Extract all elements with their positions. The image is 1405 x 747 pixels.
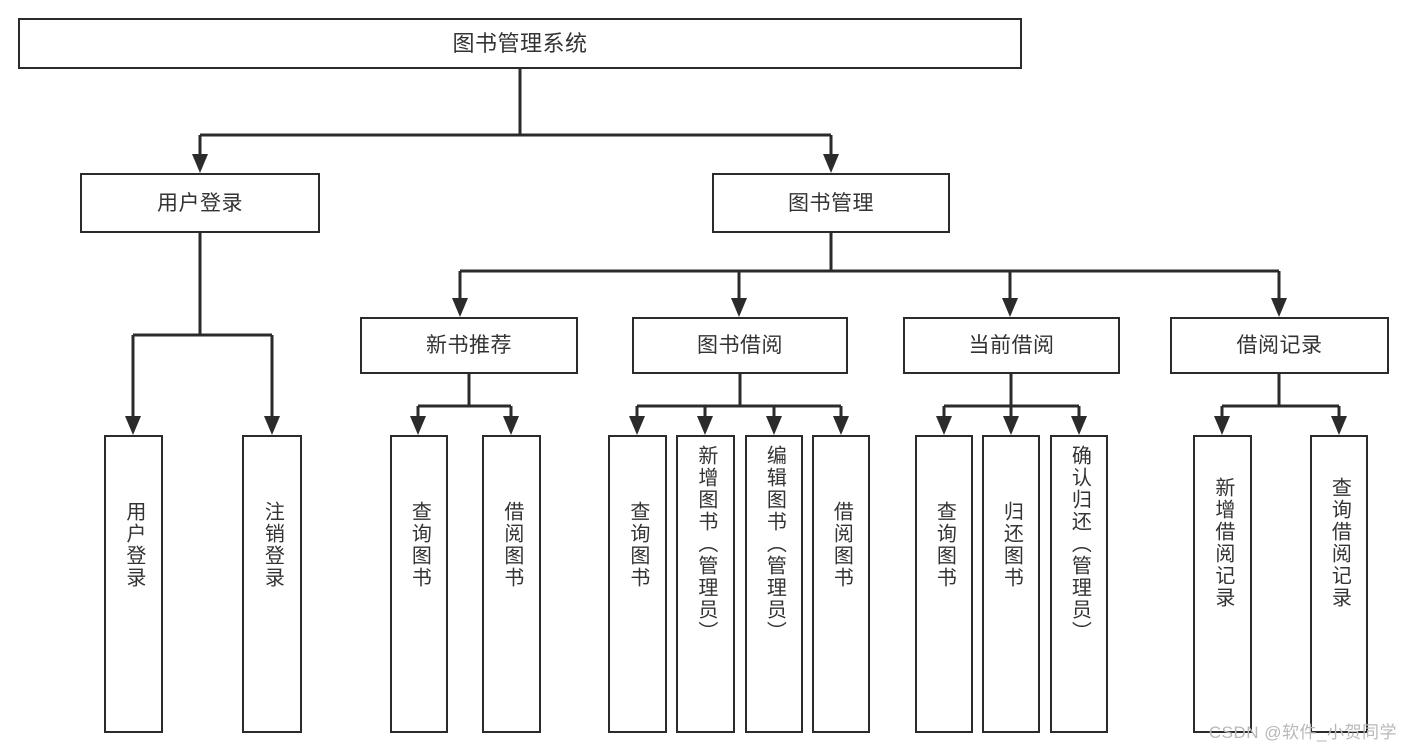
leaf-add-book-admin[interactable]: 新增图书（管理员） <box>676 435 735 733</box>
leaf-borrow-books[interactable]: 借阅图书 <box>812 435 870 733</box>
node-user-login[interactable]: 用户登录 <box>80 173 320 233</box>
node-book-borrowing[interactable]: 图书借阅 <box>632 317 848 374</box>
watermark: CSDN @软件_小贺同学 <box>1208 723 1397 742</box>
leaf-query-books-current[interactable]: 查询图书 <box>915 435 973 733</box>
leaf-label: 用户登录 <box>122 501 145 589</box>
leaf-label: 查询图书 <box>933 501 956 589</box>
leaf-label: 新增图书（管理员） <box>694 445 717 643</box>
leaf-label: 查询图书 <box>408 501 431 589</box>
node-borrowing-records[interactable]: 借阅记录 <box>1170 317 1389 374</box>
node-current-borrowing[interactable]: 当前借阅 <box>903 317 1120 374</box>
leaf-label: 编辑图书（管理员） <box>763 445 786 643</box>
leaf-return-books[interactable]: 归还图书 <box>982 435 1040 733</box>
leaf-label: 借阅图书 <box>500 501 523 589</box>
leaf-borrow-books-new[interactable]: 借阅图书 <box>482 435 541 733</box>
leaf-query-books-new[interactable]: 查询图书 <box>390 435 448 733</box>
leaf-logout[interactable]: 注销登录 <box>242 435 302 733</box>
leaf-query-borrow-record[interactable]: 查询借阅记录 <box>1310 435 1368 733</box>
node-book-management[interactable]: 图书管理 <box>712 173 950 233</box>
leaf-label: 查询图书 <box>626 501 649 589</box>
leaf-label: 确认归还（管理员） <box>1068 445 1091 643</box>
leaf-query-books-borrow[interactable]: 查询图书 <box>608 435 667 733</box>
leaf-edit-book-admin[interactable]: 编辑图书（管理员） <box>745 435 803 733</box>
leaf-user-login[interactable]: 用户登录 <box>104 435 163 733</box>
leaf-label: 借阅图书 <box>830 501 853 589</box>
leaf-confirm-return-admin[interactable]: 确认归还（管理员） <box>1050 435 1108 733</box>
leaf-add-borrow-record[interactable]: 新增借阅记录 <box>1193 435 1252 733</box>
leaf-label: 查询借阅记录 <box>1328 477 1351 609</box>
leaf-label: 归还图书 <box>1000 501 1023 589</box>
node-book-management-system[interactable]: 图书管理系统 <box>18 18 1022 69</box>
leaf-label: 注销登录 <box>261 501 284 589</box>
node-new-book-recommendation[interactable]: 新书推荐 <box>360 317 578 374</box>
leaf-label: 新增借阅记录 <box>1211 477 1234 609</box>
